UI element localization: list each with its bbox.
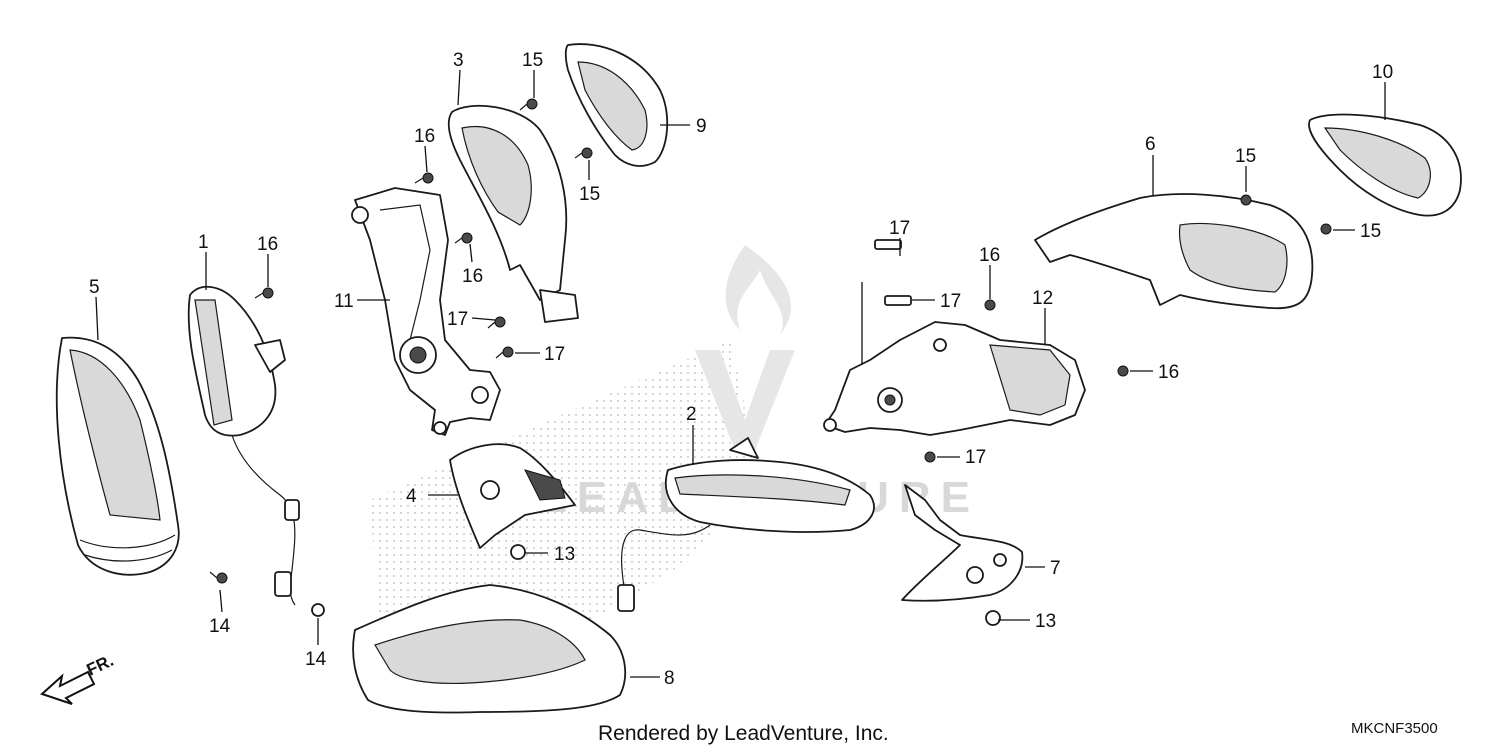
part-9-left-mirror-glass[interactable] [564,43,669,167]
callout-15-right-b: 15 [1360,221,1381,242]
callout-7: 7 [1050,558,1061,579]
part-7-right-small-cover[interactable] [901,484,1024,602]
bolt-17-left-b[interactable] [495,346,514,359]
screw-15-right-a[interactable] [1240,194,1252,206]
callout-5: 5 [89,277,100,298]
screw-16-right-a[interactable] [984,299,996,311]
part-1-left-mirror-housing[interactable] [187,286,300,606]
screw-14-left[interactable] [209,571,228,584]
screw-16-left-housing[interactable] [254,287,274,299]
part-10-right-mirror-glass[interactable] [1308,113,1462,217]
part-3-left-inner-frame[interactable] [447,104,579,323]
callout-16-left-mid: 16 [462,266,483,287]
callout-17-right-a: 17 [889,218,910,239]
part-12-right-bracket[interactable] [823,321,1086,436]
render-credit: Rendered by LeadVenture, Inc. [598,722,889,745]
callout-16-right-b: 16 [1158,362,1179,383]
callout-1: 1 [198,232,209,253]
callout-9: 9 [696,116,707,137]
bolt-17-right-a[interactable] [874,239,902,250]
screw-15-top[interactable] [519,98,538,111]
screw-14-lower[interactable] [311,603,325,617]
callout-16-left-housing: 16 [257,234,278,255]
bolt-17-left-a[interactable] [487,316,506,329]
screw-16-upper-left[interactable] [414,172,434,184]
callout-11: 11 [334,291,354,312]
callout-17-right-b: 17 [940,291,961,312]
part-6-right-mirror-housing[interactable] [1034,193,1314,310]
callout-16-right-a: 16 [979,245,1000,266]
screw-16-right-b[interactable] [1117,365,1129,377]
clip-13-left[interactable] [510,544,526,560]
callout-13-left: 13 [554,544,575,565]
screw-15-right-b[interactable] [1320,223,1332,235]
clip-13-right[interactable] [985,610,1001,626]
callout-17-left-a: 17 [447,309,468,330]
callout-8: 8 [664,668,675,689]
fasteners [209,98,1332,626]
callout-15-right-a: 15 [1235,146,1256,167]
part-2-turn-signal[interactable] [617,437,875,612]
callout-15-top: 15 [522,50,543,71]
callout-17-left-b: 17 [544,344,565,365]
front-arrow-icon [40,670,96,705]
callout-15-mid: 15 [579,184,600,205]
callout-16-upper-left: 16 [414,126,435,147]
callout-16-right-c: 17 [965,447,986,468]
part-11-left-bracket[interactable] [351,187,501,436]
callout-13-right: 13 [1035,611,1056,632]
callout-14-lower: 14 [305,649,327,670]
callout-2: 2 [686,404,697,425]
callout-6: 6 [1145,134,1156,155]
bolt-17-right-b[interactable] [884,295,912,306]
callout-4: 4 [406,486,417,507]
callout-10: 10 [1372,62,1393,83]
screw-15-mid[interactable] [574,147,593,159]
screw-16-right-c[interactable] [924,451,936,463]
part-8-lower-left-cowl[interactable] [352,584,627,714]
front-direction-indicator: FR. [40,651,117,705]
screw-16-left-mid[interactable] [454,232,473,244]
callout-14-left: 14 [209,616,231,637]
part-5-left-mirror-cover[interactable] [55,336,180,576]
leader-lines [95,69,1386,678]
callout-12: 12 [1032,288,1053,309]
diagram-code: MKCNF3500 [1351,720,1438,737]
callout-3: 3 [453,50,464,71]
part-4-left-small-cover[interactable] [449,443,576,549]
callouts: 1 2 3 4 5 6 7 8 9 10 11 12 13 13 14 14 1… [89,50,1393,689]
